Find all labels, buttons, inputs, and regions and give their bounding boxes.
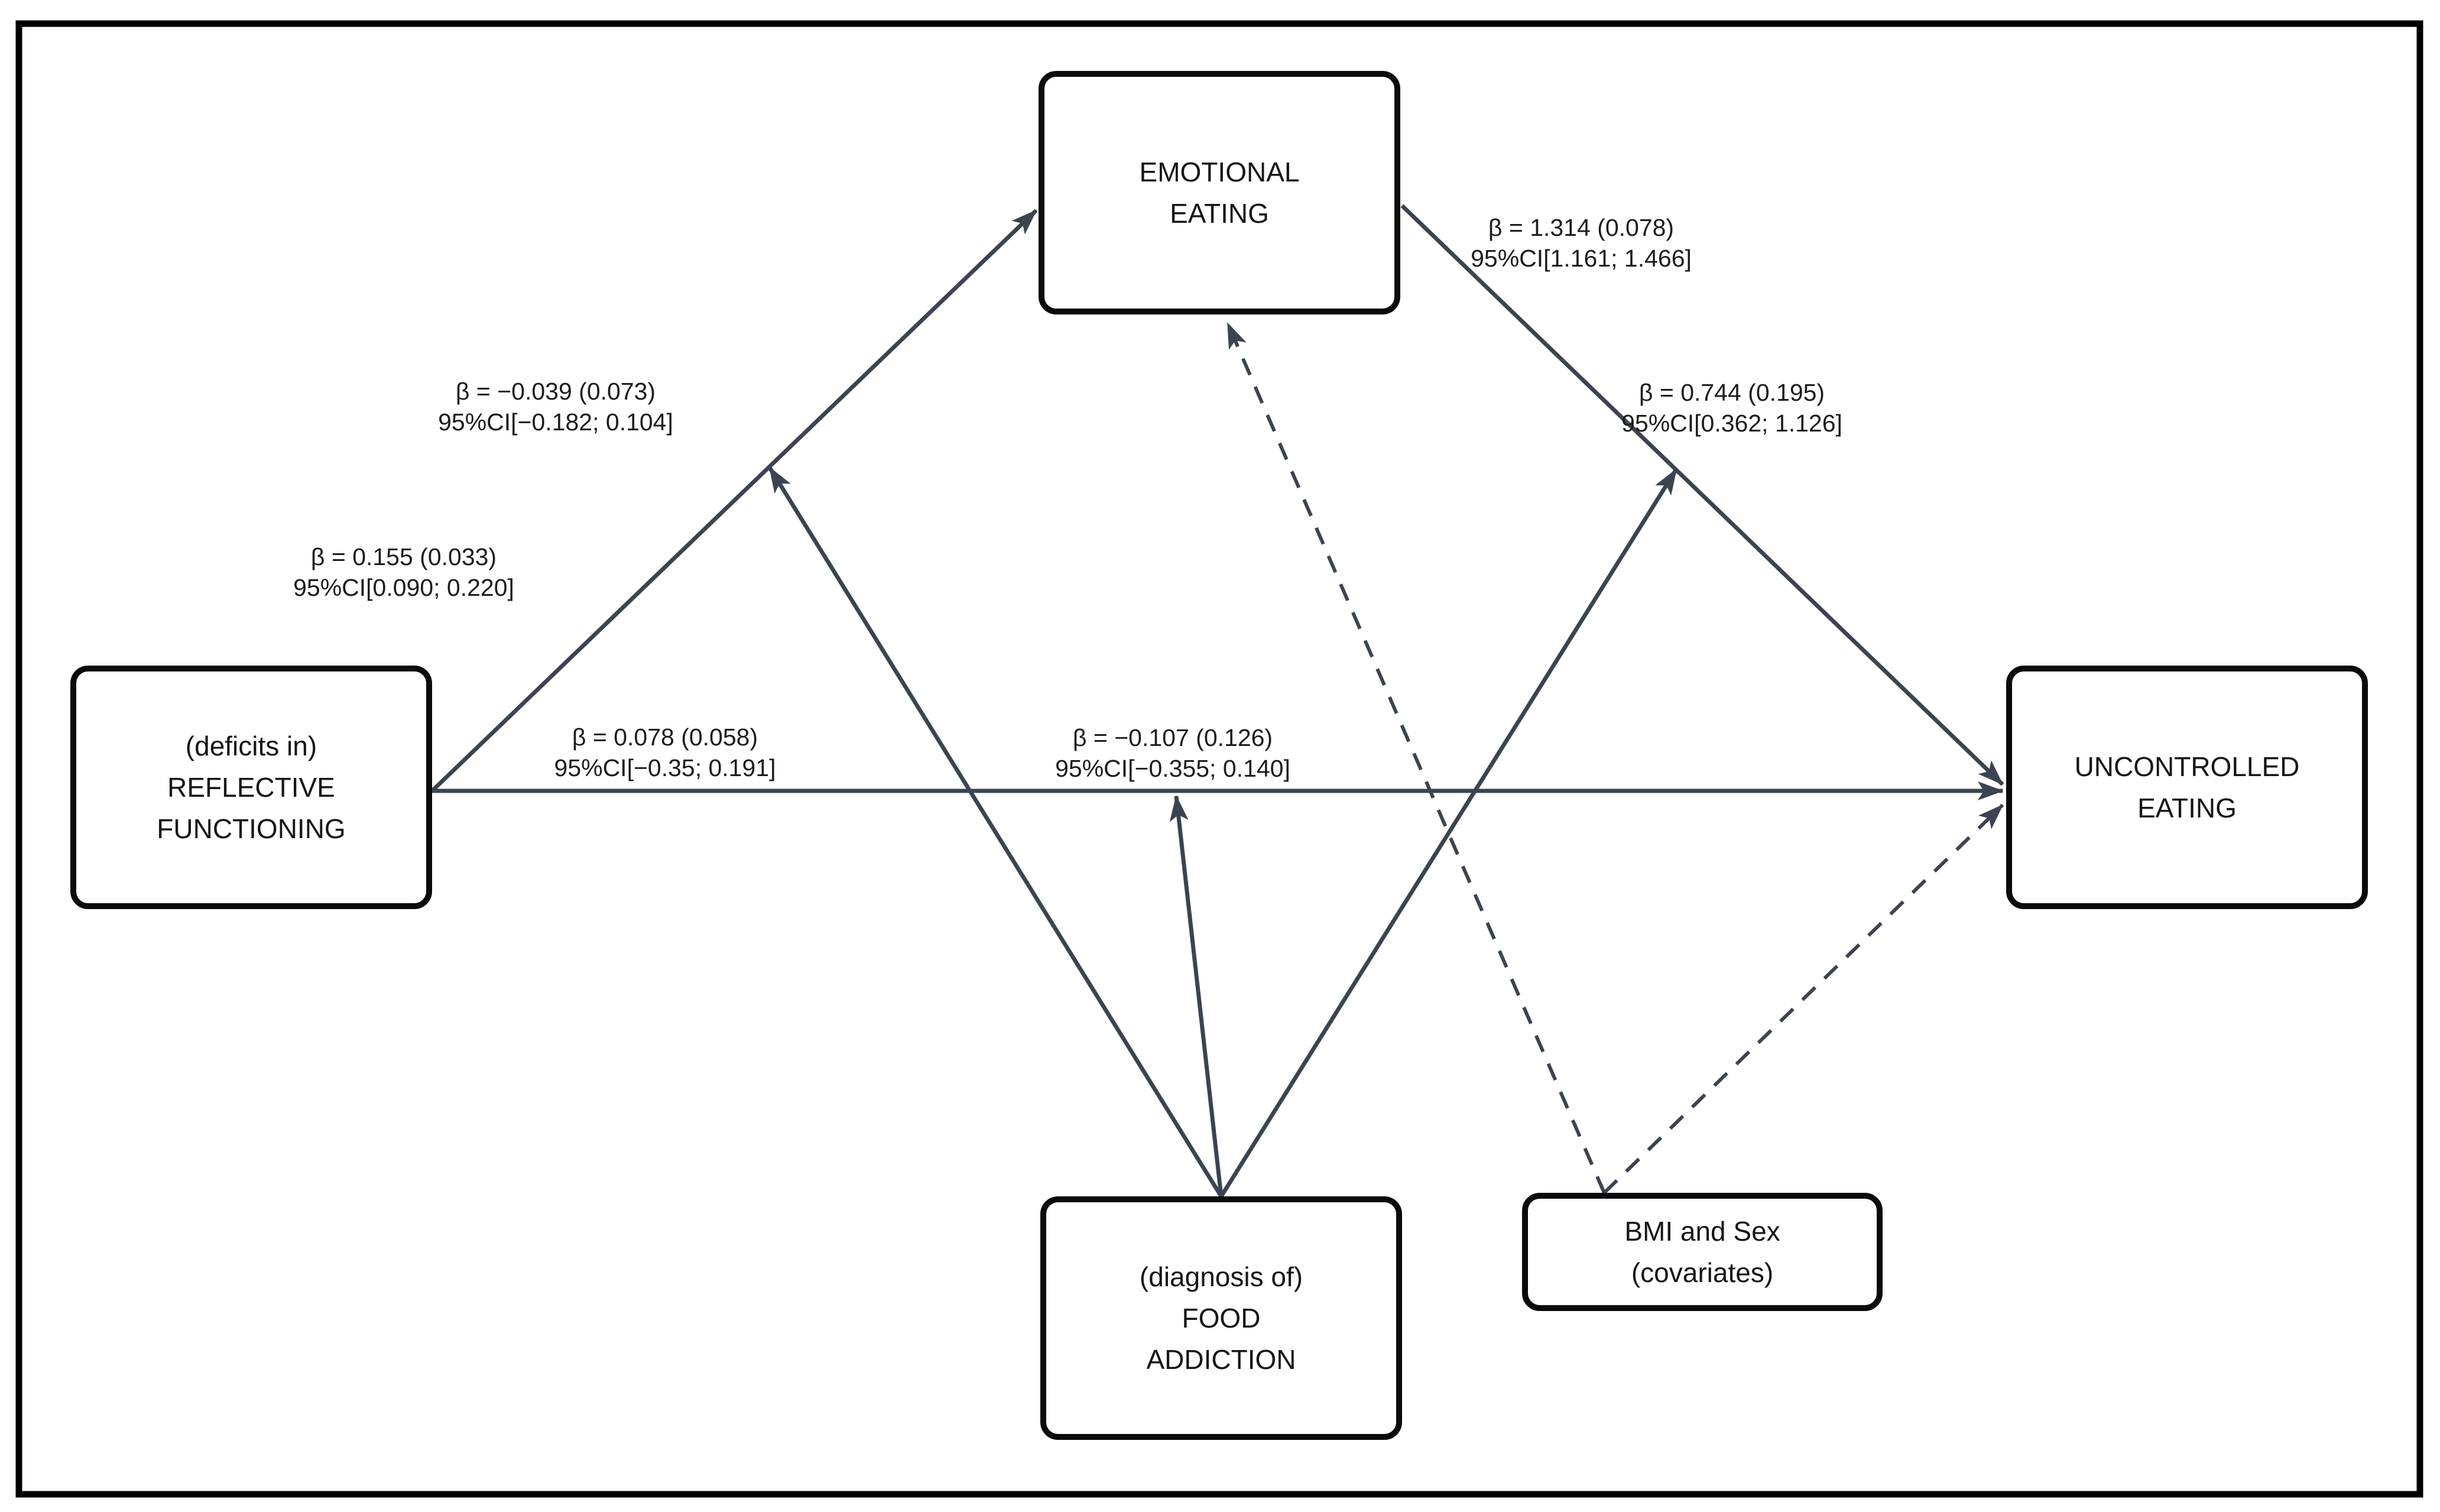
node-reflective-functioning: (deficits in) REFLECTIVE FUNCTIONING xyxy=(70,666,432,909)
arrow-rf-to-ee xyxy=(430,209,1038,793)
label-fa-on-ee-ue-coefficient: β = 0.744 (0.195) 95%CI[0.362; 1.126] xyxy=(1621,379,1842,437)
node-covariates-bmi-sex: BMI and Sex (covariates) xyxy=(1522,1193,1883,1311)
arrow-ee-to-ue xyxy=(1400,204,2004,786)
arrow-fa-on-rf-ue-path xyxy=(1169,795,1224,1197)
arrow-fa-on-ee-ue-path xyxy=(1219,468,1678,1198)
label-rf-to-ee-coefficient: β = 0.155 (0.033) 95%CI[0.090; 0.220] xyxy=(293,543,514,601)
label-fa-on-rf-ue-coefficient: β = −0.107 (0.126) 95%CI[−0.355; 0.140] xyxy=(1055,724,1290,782)
label-fa-on-rf-ee-coefficient: β = −0.039 (0.073) 95%CI[−0.182; 0.104] xyxy=(438,378,673,436)
label-rf-to-ue-direct-coefficient: β = 0.078 (0.058) 95%CI[−0.35; 0.191] xyxy=(554,723,776,781)
arrow-fa-on-rf-ee-path xyxy=(768,466,1223,1198)
node-uncontrolled-eating: UNCONTROLLED EATING xyxy=(2006,666,2368,909)
arrow-covariates-to-ee xyxy=(1226,322,1606,1194)
node-emotional-eating: EMOTIONAL EATING xyxy=(1039,71,1400,314)
arrow-covariates-to-ue xyxy=(1602,803,2004,1195)
label-ee-to-ue-coefficient: β = 1.314 (0.078) 95%CI[1.161; 1.466] xyxy=(1471,214,1692,272)
node-food-addiction: (diagnosis of) FOOD ADDICTION xyxy=(1040,1196,1402,1440)
figure-border xyxy=(15,20,2423,1498)
